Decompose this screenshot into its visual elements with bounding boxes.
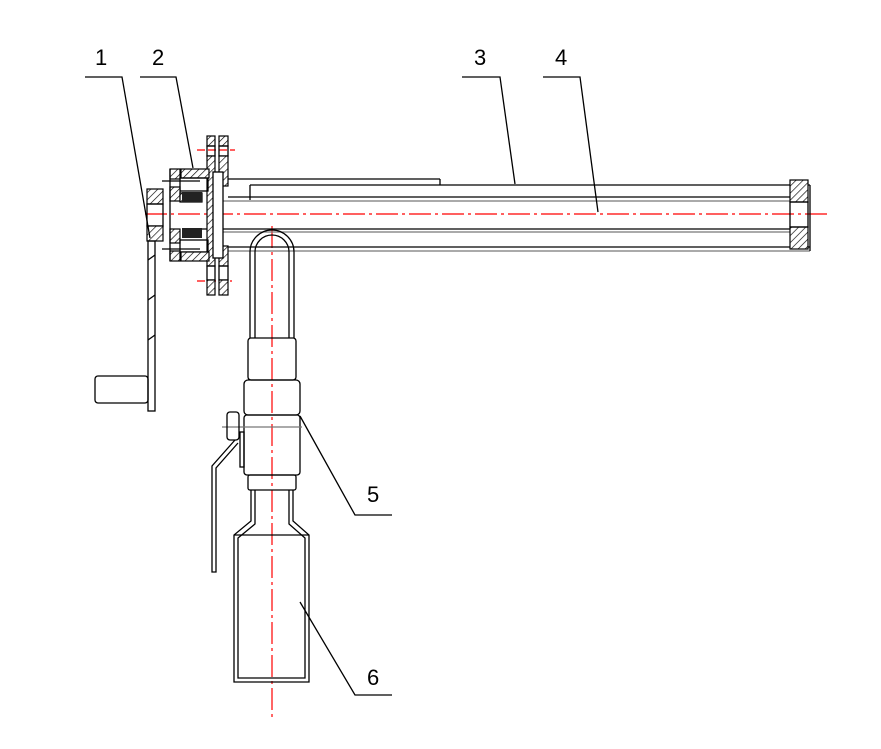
label-6: 6	[367, 665, 379, 690]
label-1: 1	[95, 45, 107, 70]
end-cap	[789, 179, 809, 250]
label-2: 2	[152, 45, 164, 70]
leader-lines	[85, 76, 599, 696]
shaft-part-4	[190, 200, 795, 233]
bottle-part-6	[233, 490, 310, 683]
bearing-housing-part-2	[162, 168, 210, 262]
label-3: 3	[474, 45, 486, 70]
label-5: 5	[367, 482, 379, 507]
tube-part-3	[228, 178, 811, 252]
valve-part-5	[211, 379, 302, 573]
crank-handle-part-1	[94, 188, 164, 412]
label-4: 4	[555, 45, 567, 70]
flange	[206, 135, 229, 296]
